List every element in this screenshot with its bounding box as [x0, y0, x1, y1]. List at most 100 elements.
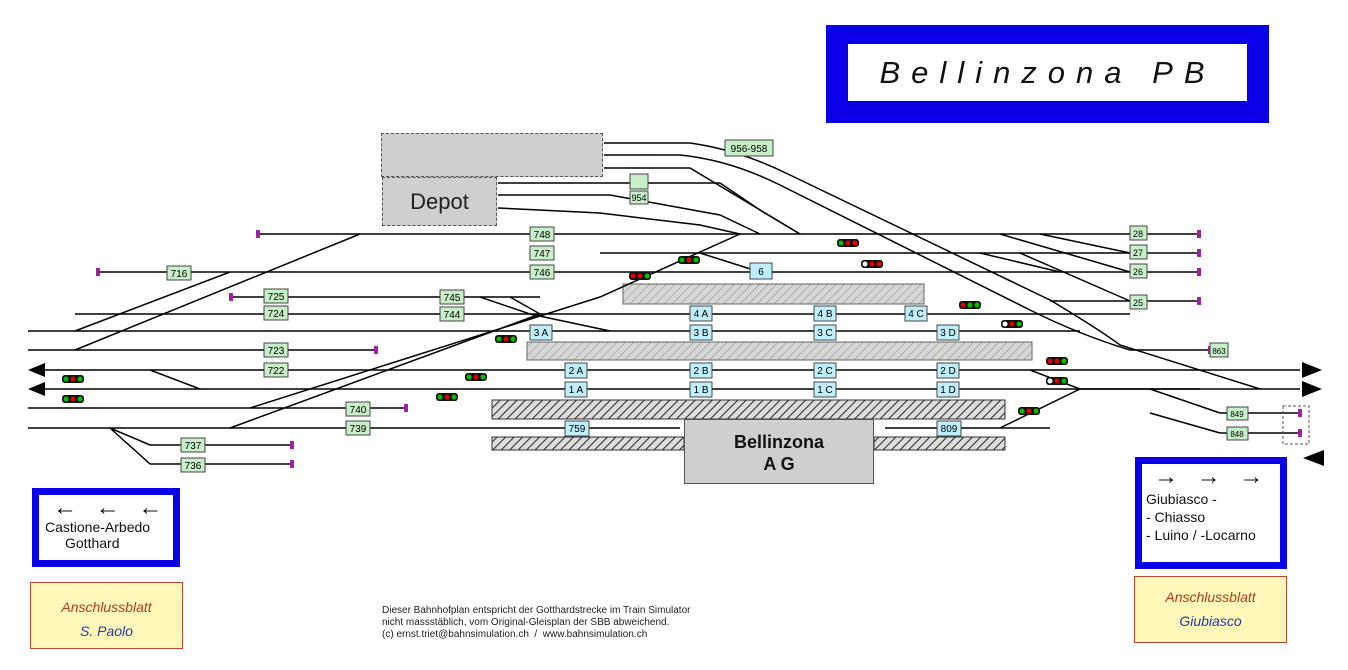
svg-text:723: 723	[268, 346, 285, 357]
track-label-809: 809	[936, 420, 962, 437]
track-label-737: 737	[180, 437, 206, 453]
svg-text:747: 747	[534, 249, 551, 260]
signal	[436, 393, 458, 401]
track-label-724: 724	[263, 305, 289, 321]
track-label-849: 849	[1226, 406, 1249, 421]
svg-text:848: 848	[1230, 430, 1244, 439]
platform-759-left	[491, 436, 685, 451]
track-label-27: 27	[1129, 244, 1148, 260]
svg-text:956-958: 956-958	[731, 144, 768, 155]
track-label-4a: 4 A	[689, 305, 713, 322]
track-label-3b: 3 B	[689, 324, 713, 341]
svg-text:739: 739	[350, 424, 367, 435]
track-label-26: 26	[1129, 263, 1148, 279]
svg-text:1 C: 1 C	[817, 385, 833, 396]
svg-text:809: 809	[941, 424, 958, 435]
signal	[959, 301, 981, 309]
track-label-3d: 3 D	[936, 324, 960, 341]
svg-text:745: 745	[444, 293, 461, 304]
svg-text:4 B: 4 B	[817, 309, 832, 320]
platform-6	[622, 283, 925, 305]
svg-text:740: 740	[350, 405, 367, 416]
signal	[465, 373, 487, 381]
track-label-744: 744	[439, 306, 465, 322]
svg-text:724: 724	[268, 309, 285, 320]
svg-text:744: 744	[444, 310, 461, 321]
svg-text:863: 863	[1212, 347, 1226, 356]
station-building: Bellinzona A G	[684, 419, 874, 484]
signal	[495, 335, 517, 343]
platform-809-right	[873, 436, 1006, 451]
footnote-line1: Dieser Bahnhofplan entspricht der Gottha…	[382, 605, 691, 616]
dashed-end	[1282, 405, 1310, 445]
platform-3	[526, 341, 1033, 361]
green-track-labels: 956-958 954 748 747 746 716 725 745 724 …	[166, 139, 1249, 473]
track-label-1b: 1 B	[689, 381, 713, 398]
page-title: Bellinzona PB	[848, 44, 1247, 101]
direction-right-line3: - Luino / -Locarno	[1146, 527, 1256, 543]
signal	[678, 256, 700, 264]
track-label-3c: 3 C	[813, 324, 837, 341]
track-label-740: 740	[345, 401, 371, 417]
track-label-1d: 1 D	[936, 381, 960, 398]
track-label-3a: 3 A	[529, 324, 553, 341]
track-label-723: 723	[263, 342, 289, 358]
svg-text:3 B: 3 B	[693, 328, 708, 339]
connection-left-title: Anschlussblatt	[61, 599, 152, 615]
connection-left-place: S. Paolo	[80, 623, 133, 639]
blue-track-labels: 6 4 A 4 B 4 C 3 A 3 B 3 C 3 D 2 A 2 B 2 …	[529, 262, 962, 437]
svg-text:3 C: 3 C	[817, 328, 833, 339]
track-label-759: 759	[564, 420, 590, 437]
direction-right-line1: Giubiasco -	[1146, 491, 1217, 507]
track-label-4c: 4 C	[904, 305, 928, 322]
connection-left-link[interactable]: Anschlussblatt S. Paolo	[30, 582, 183, 649]
depot-shed	[381, 133, 603, 177]
svg-text:26: 26	[1133, 267, 1143, 277]
svg-text:759: 759	[569, 424, 586, 435]
track-label-745: 745	[439, 289, 465, 305]
depot-label: Depot	[410, 188, 469, 214]
station-name: Bellinzona	[733, 432, 824, 452]
track-label-748: 748	[529, 226, 555, 242]
footnote: Dieser Bahnhofplan entspricht der Gottha…	[382, 605, 690, 641]
track-label-956-958: 956-958	[724, 139, 774, 157]
track-label-848: 848	[1226, 426, 1249, 441]
svg-text:3 D: 3 D	[940, 328, 956, 339]
direction-arrowheads	[28, 362, 1324, 466]
signal	[1046, 357, 1068, 365]
connection-right-link[interactable]: Anschlussblatt Giubiasco	[1134, 576, 1287, 643]
svg-text:722: 722	[268, 366, 285, 377]
track-label-736: 736	[180, 457, 206, 473]
station-suffix: A G	[763, 454, 795, 474]
signal	[1001, 320, 1023, 328]
svg-text:1 B: 1 B	[693, 385, 708, 396]
footnote-line3: (c) ernst.triet@bahnsimulation.ch / www.…	[382, 629, 648, 640]
svg-text:4 C: 4 C	[908, 309, 924, 320]
svg-text:25: 25	[1133, 298, 1143, 308]
track-label-725: 725	[263, 288, 289, 304]
svg-text:737: 737	[185, 441, 202, 452]
track-label-2b: 2 B	[689, 362, 713, 379]
direction-left-line2: Gotthard	[65, 535, 120, 551]
left-arrows-icon: ← ← ←	[53, 494, 169, 521]
direction-right-line2: - Chiasso	[1146, 509, 1206, 525]
direction-right-box: → → → Giubiasco - - Chiasso - Luino / -L…	[1135, 457, 1287, 569]
track-label-2a: 2 A	[564, 362, 588, 379]
connection-right-title: Anschlussblatt	[1165, 589, 1256, 605]
track-label-1a: 1 A	[564, 381, 588, 398]
footnote-line2: nicht massstäblich, vom Original-Gleispl…	[382, 617, 670, 628]
svg-text:4 A: 4 A	[694, 309, 709, 320]
svg-text:2 B: 2 B	[693, 366, 708, 377]
track-label-25: 25	[1129, 294, 1148, 310]
svg-text:746: 746	[534, 268, 551, 279]
svg-text:2 D: 2 D	[940, 366, 956, 377]
right-arrows-icon: → → →	[1154, 463, 1270, 490]
depot-building: Depot	[382, 177, 497, 226]
signal	[861, 260, 883, 268]
signal	[629, 272, 651, 280]
direction-left-line1: Castione-Arbedo	[45, 519, 151, 535]
track-label-863: 863	[1209, 342, 1229, 358]
svg-text:716: 716	[171, 269, 188, 280]
signal	[62, 395, 84, 403]
track-label-2d: 2 D	[936, 362, 960, 379]
